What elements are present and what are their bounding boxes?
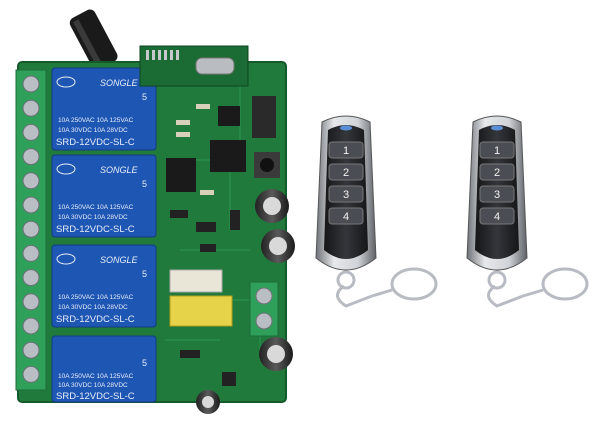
terminal-screw: [22, 196, 40, 214]
terminal-screw: [22, 317, 40, 335]
remote-button-4[interactable]: 4: [328, 207, 364, 225]
remote-button-2[interactable]: 2: [479, 163, 515, 181]
svg-text:SONGLE: SONGLE: [100, 78, 139, 88]
terminal-screw: [22, 269, 40, 287]
remote-button-label: 4: [494, 211, 500, 223]
svg-text:SRD-12VDC-SL-C: SRD-12VDC-SL-C: [56, 314, 135, 325]
learn-button: [254, 152, 280, 178]
terminal-block-left: [15, 69, 47, 391]
remote-button-1[interactable]: 1: [328, 141, 364, 159]
svg-text:10A 30VDC 10A 28VDC: 10A 30VDC 10A 28VDC: [58, 127, 128, 134]
svg-text:SRD-12VDC-SL-C: SRD-12VDC-SL-C: [56, 224, 135, 235]
svg-text:10A 250VAC 10A 125VAC: 10A 250VAC 10A 125VAC: [58, 373, 134, 380]
svg-text:5: 5: [142, 358, 147, 368]
terminal-screw: [22, 220, 40, 238]
key-ring: [487, 267, 589, 308]
ic-chip: [218, 106, 240, 126]
svg-text:5: 5: [142, 269, 147, 279]
terminal-screw: [22, 341, 40, 359]
svg-text:10A 30VDC 10A 28VDC: 10A 30VDC 10A 28VDC: [58, 214, 128, 221]
svg-text:10A 250VAC 10A 125VAC: 10A 250VAC 10A 125VAC: [58, 294, 134, 301]
remote-control: 1 2 3 4: [466, 115, 589, 308]
remote-button-2[interactable]: 2: [328, 163, 364, 181]
remote-button-label: 2: [494, 167, 500, 179]
remote-button-label: 1: [494, 145, 500, 157]
terminal-screw: [22, 244, 40, 262]
relay: SONGLE 5 10A 250VAC 10A 125VAC 10A 30VDC…: [51, 244, 157, 328]
terminal-screw: [22, 75, 40, 93]
svg-text:5: 5: [142, 179, 147, 189]
terminal-screw: [22, 99, 40, 117]
svg-text:SRD-12VDC-SL-C: SRD-12VDC-SL-C: [56, 137, 135, 148]
remote-button-3[interactable]: 3: [479, 185, 515, 203]
transformer: [169, 295, 233, 327]
terminal-block-right: [249, 281, 279, 337]
crystal: [195, 57, 235, 75]
remote-button-label: 1: [343, 145, 349, 157]
terminal-screw: [22, 293, 40, 311]
svg-text:10A 30VDC 10A 28VDC: 10A 30VDC 10A 28VDC: [58, 382, 128, 389]
relay: 5 10A 250VAC 10A 125VAC 10A 30VDC 10A 28…: [51, 335, 157, 403]
receiver-board: SONGLE 5 10A 250VAC 10A 125VAC 10A 30VDC…: [15, 9, 295, 414]
remote-button-4[interactable]: 4: [479, 207, 515, 225]
relay: SONGLE 5 10A 250VAC 10A 125VAC 10A 30VDC…: [51, 67, 157, 151]
remote-button-label: 2: [343, 167, 349, 179]
svg-text:SONGLE: SONGLE: [100, 165, 139, 175]
capacitor: [259, 337, 293, 371]
ic-chip: [166, 158, 196, 192]
capacitor: [255, 189, 289, 223]
remote-control: 1 2 3 4: [315, 115, 438, 308]
svg-text:SRD-12VDC-SL-C: SRD-12VDC-SL-C: [56, 391, 135, 402]
antenna: [69, 9, 118, 70]
led-indicator: [340, 125, 352, 131]
remote-button-label: 3: [343, 189, 349, 201]
remote-button-1[interactable]: 1: [479, 141, 515, 159]
remote-button-3[interactable]: 3: [328, 185, 364, 203]
terminal-screw: [22, 123, 40, 141]
svg-text:SONGLE: SONGLE: [100, 255, 139, 265]
terminal-screw: [22, 365, 40, 383]
capacitor: [196, 390, 220, 414]
terminal-screw: [22, 172, 40, 190]
relay: SONGLE 5 10A 250VAC 10A 125VAC 10A 30VDC…: [51, 154, 157, 238]
svg-text:10A 250VAC 10A 125VAC: 10A 250VAC 10A 125VAC: [58, 204, 134, 211]
remote-button-label: 3: [494, 189, 500, 201]
terminal-screw: [22, 148, 40, 166]
capacitor: [261, 229, 295, 263]
remote-button-label: 4: [343, 211, 349, 223]
svg-text:10A 250VAC 10A 125VAC: 10A 250VAC 10A 125VAC: [58, 117, 134, 124]
svg-text:10A 30VDC 10A 28VDC: 10A 30VDC 10A 28VDC: [58, 304, 128, 311]
jumper-header: [252, 96, 276, 138]
svg-text:5: 5: [142, 92, 147, 102]
key-ring: [336, 267, 438, 308]
ic-chip: [210, 140, 246, 172]
led-indicator: [491, 125, 503, 131]
